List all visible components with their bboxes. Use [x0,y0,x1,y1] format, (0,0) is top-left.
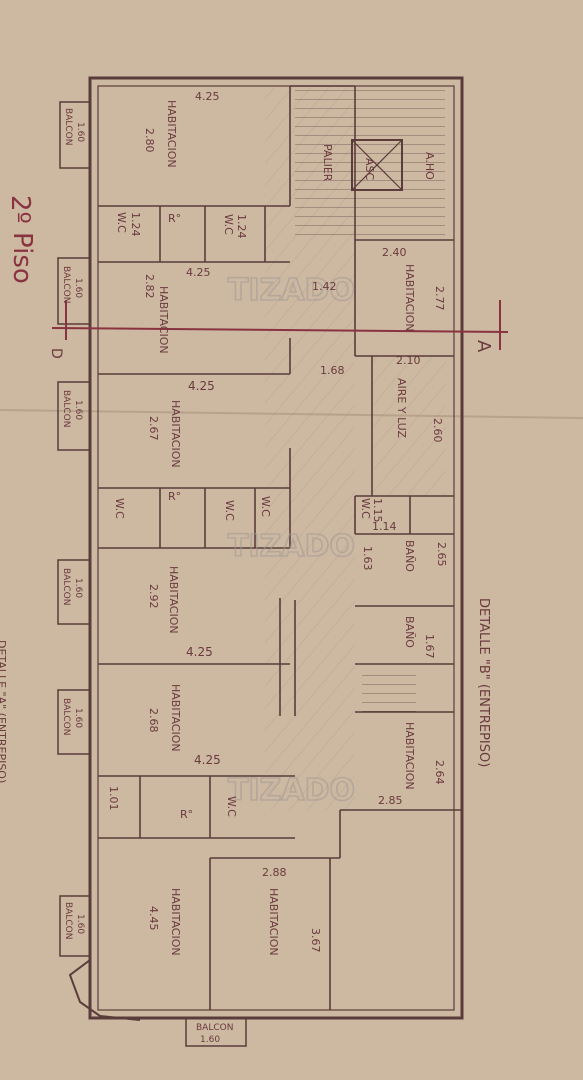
watermark-3: TIZADO [228,773,355,808]
section-mark-right: A [473,340,494,353]
room-width-hab-r1: 2.40 [382,246,407,259]
bathroom-label-1: BAÑO [403,540,416,572]
room-label-hab1: HABITACION [165,100,178,168]
room-label-hab6: HABITACION [169,888,182,956]
balcony-dim-6: 1.60 [75,914,85,934]
room-label-hab5: HABITACION [169,684,182,752]
width-label-5: 4.25 [194,753,221,767]
balcony-label-7: BALCON [196,1023,233,1033]
ropero-label-2: R° [168,490,181,503]
room-width-hab7: 2.88 [262,866,287,879]
balcony-label-4: BALCON [61,568,71,605]
detail-note-a: DETALLE "A" (ENTREPISO) [0,640,8,783]
dim-142: 1.42 [312,280,337,293]
wc-label-2: W.C [222,214,235,235]
room-dim-hab3: 2.67 [147,416,160,441]
room-dim-hab-r2: 2.64 [433,760,446,785]
palier-label: PALIER [321,144,334,182]
wc-dim-right: 1.15 [371,498,384,523]
wc-label-1: W.C [115,212,128,233]
room-label-hab4: HABITACION [167,566,180,634]
width-label-2: 4.25 [186,266,211,279]
bathroom-dim-1: 2.65 [435,542,448,567]
dim-163: 1.63 [361,546,374,571]
elevator-shaft [351,139,403,191]
section-mark-left: D [48,348,64,359]
room-label-hab3: HABITACION [169,400,182,468]
room-label-hab-r1: HABITACION [403,264,416,332]
sheet-title-line1: 2º [5,195,35,224]
watermark-2: TIZADO [228,529,355,564]
width-label-3: 4.25 [188,379,215,393]
ahio-label: A.HO [423,152,436,180]
balcony-label-3: BALCON [61,390,71,427]
room-dim-hab7: 3.67 [309,928,322,953]
balconies [57,101,247,1047]
light-well-label: AIRE Y LUZ [395,378,408,439]
balcony-dim-7: 1.60 [200,1035,220,1045]
ropero-label-1: R° [168,212,181,225]
room-label-hab2: HABITACION [157,286,170,354]
light-well [372,356,446,496]
width-label-1: 4.25 [195,90,220,103]
section-line [51,327,509,333]
staircase-small [362,668,416,712]
light-well-width: 2.10 [396,354,421,367]
room-dim-hab5: 2.68 [147,708,160,733]
detail-note-b: DETALLE "B" (ENTREPISO) [476,598,491,767]
wc-label-4: W.C [223,500,236,521]
sheet-title-line2: Piso [7,232,37,284]
room-dim-hab6: 4.45 [147,906,160,931]
light-well-dim: 2.60 [431,418,444,443]
wc-width-right: 1.14 [372,520,397,533]
room-label-hab-r2: HABITACION [403,722,416,790]
bathroom-label-2: BAÑO [403,616,416,648]
watermark-1: TIZADO [228,273,355,308]
bathroom-dim-2: 1.67 [423,634,436,659]
room-dim-hab1: 2.80 [143,128,156,153]
balcony-dim-5: 1.60 [73,708,83,728]
room-labels: 4.25 HABITACION 2.80 W.C 1.24 R° W.C 1.2… [61,90,448,1045]
dim-101: 1.01 [107,786,120,811]
wc-label-6: W.C [225,796,238,817]
room-dim-hab2: 2.82 [143,274,156,299]
room-dim-hab-r1: 2.77 [433,286,446,311]
wc-label-3: W.C [113,498,126,519]
balcony-label-5: BALCON [61,698,71,735]
elevator-cross-b [351,139,403,191]
room-dim-hab4: 2.92 [147,584,160,609]
balcony-dim-2: 1.60 [73,278,83,298]
balcony-label-6: BALCON [63,902,73,939]
interior-walls [98,85,462,1010]
balcony-dim-3: 1.60 [73,400,83,420]
wc-label-7: W.C [359,498,372,519]
room-label-hab7: HABITACION [267,888,280,956]
room-width-hab-r2: 2.85 [378,794,403,807]
staircase-main [295,90,445,236]
balcony-dim-4: 1.60 [73,578,83,598]
balcony-dim-1: 1.60 [75,122,85,142]
wc-dim-2: 1.24 [235,214,248,239]
ropero-label-3: R° [180,808,193,821]
balcony-label-1: BALCON [63,108,73,145]
dim-168: 1.68 [320,364,345,377]
wc-dim-1: 1.24 [129,212,142,237]
balcony-label-2: BALCON [61,266,71,303]
width-label-4: 4.25 [186,645,213,659]
elevator-label: ASC [363,158,376,181]
wc-label-5: W.C [259,496,272,517]
